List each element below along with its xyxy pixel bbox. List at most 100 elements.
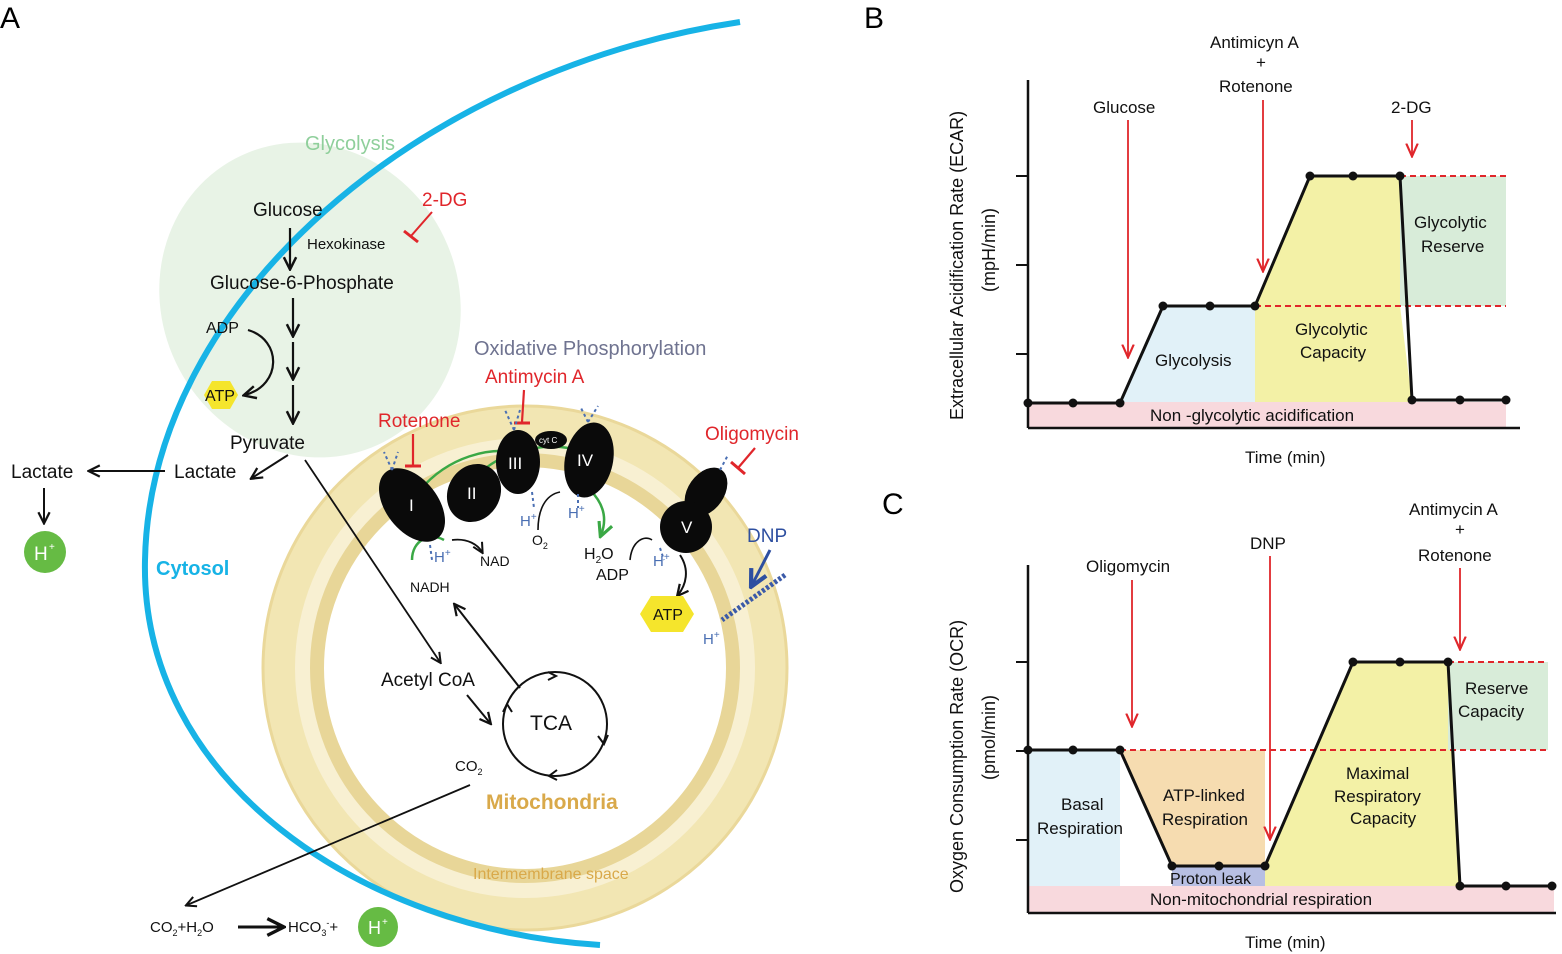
ecar-points — [1023, 171, 1511, 408]
ecar-y-label-line1: Extracellular Acidification Rate (ECAR) — [947, 111, 967, 420]
reserve-area — [1448, 662, 1548, 750]
ocr-antimycin-line2: + — [1455, 520, 1465, 539]
dnp-arrow — [752, 549, 772, 585]
acetylcoa-to-tca-arrow — [466, 694, 490, 723]
atp-label-mito: ATP — [653, 607, 683, 624]
ocr-atp-label2: Respiration — [1162, 810, 1248, 829]
panel-a: A Glycolysis Glucose Hexokinase 2-DG Glu… — [0, 2, 799, 948]
nadh-label: NADH — [410, 579, 450, 595]
tca-cycle — [502, 671, 608, 777]
ocr-x-label: Time (min) — [1245, 933, 1326, 952]
ocr-basal-label1: Basal — [1061, 795, 1104, 814]
complex-v-label: V — [681, 518, 693, 537]
equation-right: HCO3-+ — [288, 918, 338, 938]
antimycin-label: Antimycin A — [485, 367, 585, 388]
ecar-y-ticks — [1016, 175, 1028, 355]
ocr-reserve-label1: Reserve — [1465, 679, 1528, 698]
complex-ii: II — [446, 463, 502, 523]
atp-synthesis-arrow — [678, 554, 686, 595]
complex-iv: IV — [564, 422, 614, 498]
ecar-trace — [1028, 174, 1506, 405]
ecar-glucose-label: Glucose — [1093, 98, 1155, 117]
ocr-antimycin-line3: Rotenone — [1418, 546, 1492, 565]
glycolytic-reserve-area — [1400, 176, 1506, 306]
maximal-area — [1265, 662, 1460, 886]
adp-label: ADP — [206, 320, 239, 337]
oxphos-title: Oxidative Phosphorylation — [474, 338, 706, 360]
rotenone-label: Rotenone — [378, 411, 460, 432]
ocr-maximal-label1: Maximal — [1346, 764, 1409, 783]
complex-v: V — [660, 467, 728, 553]
h-plus-circle-equation — [358, 907, 398, 947]
dnp-label: DNP — [747, 526, 787, 547]
tca-label: TCA — [530, 712, 572, 735]
nad-label: NAD — [480, 553, 510, 569]
ocr-non-mito-label: Non-mitochondrial respiration — [1150, 890, 1372, 909]
ecar-antimycin-line2: + — [1256, 53, 1266, 72]
ecar-antimycin-line3: Rotenone — [1219, 77, 1293, 96]
pyruvate-to-acetylcoa-arrow — [304, 459, 440, 662]
panel-c: C Oligomycin DNP Antimycin A + Rotenone — [882, 488, 1557, 952]
h-plus-text-equation: H — [368, 918, 381, 938]
pyruvate-to-lactate-arrow — [252, 454, 289, 478]
proton-leak-area — [1172, 866, 1265, 886]
complex-ii-label: II — [467, 484, 476, 503]
ocr-maximal-label2: Respiratory — [1334, 787, 1421, 806]
ocr-basal-label2: Respiration — [1037, 819, 1123, 838]
non-mito-area — [1028, 886, 1554, 913]
ocr-trace — [1028, 660, 1552, 888]
equation-left: CO2+H2O — [150, 919, 214, 938]
inhibitor-2dg-bar — [403, 229, 419, 244]
lactate-outer-label: Lactate — [11, 462, 73, 483]
ecar-glycolysis-label: Glycolysis — [1155, 351, 1232, 370]
ocr-antimycin-line1: Antimycin A — [1409, 500, 1498, 519]
glycolysis-title: Glycolysis — [305, 133, 395, 155]
cyt-c: cyt C — [535, 431, 567, 449]
ecar-x-label: Time (min) — [1245, 448, 1326, 467]
h2o-label: H2O — [584, 546, 614, 566]
inhibitor-2dg-line — [410, 211, 433, 237]
ocr-dnp-label: DNP — [1250, 534, 1286, 553]
h-plus-text-cytosol: H — [34, 544, 48, 565]
panel-c-letter: C — [882, 488, 904, 521]
lactate-inner-label: Lactate — [174, 462, 236, 483]
ocr-y-label-line2: (pmol/min) — [979, 695, 999, 780]
pyruvate-label: Pyruvate — [230, 433, 305, 454]
acetyl-coa-label: Acetyl CoA — [381, 670, 475, 691]
ecar-capacity-label1: Glycolytic — [1295, 320, 1368, 339]
panel-b-letter: B — [864, 2, 884, 35]
ecar-y-label-line2: (mpH/min) — [979, 208, 999, 292]
complex-i: I — [379, 468, 445, 542]
atp-linked-area — [1120, 750, 1265, 866]
ecar-reserve-label1: Glycolytic — [1414, 213, 1487, 232]
complex-iii: III — [496, 430, 540, 494]
o2-label: O2 — [532, 532, 548, 551]
ecar-non-glycolytic-label: Non -glycolytic acidification — [1150, 406, 1354, 425]
ecar-antimycin-line1: Antimicyn A — [1210, 33, 1299, 52]
cytosol-label: Cytosol — [156, 558, 229, 580]
adp-line — [629, 537, 653, 561]
ecar-reserve-label2: Reserve — [1421, 237, 1484, 256]
h-plus-circle-cytosol — [24, 531, 66, 573]
panel-a-letter: A — [0, 2, 20, 35]
glycolytic-capacity-area-low — [1255, 306, 1412, 402]
complex-i-label: I — [409, 496, 414, 515]
ecar-capacity-label2: Capacity — [1300, 343, 1367, 362]
intermembrane-label: Intermembrane space — [473, 866, 629, 883]
ecar-2dg-label: 2-DG — [1391, 98, 1432, 117]
ocr-reserve-label2: Capacity — [1458, 702, 1525, 721]
cyt-c-label: cyt C — [539, 436, 557, 445]
glucose-label: Glucose — [253, 200, 323, 221]
atp-hexagon-mito — [640, 596, 694, 632]
oxphos-inhibitor-lines — [405, 389, 756, 476]
basal-area — [1028, 750, 1120, 886]
o2-line — [537, 491, 561, 531]
co2-export-arrow — [187, 784, 471, 905]
complex-iv-label: IV — [577, 451, 594, 470]
oligomycin-label: Oligomycin — [705, 424, 799, 445]
cell-membrane — [141, 19, 741, 948]
glycolytic-capacity-area-high — [1255, 176, 1400, 306]
hexokinase-label: Hexokinase — [307, 236, 385, 253]
non-glycolytic-area — [1028, 402, 1506, 428]
